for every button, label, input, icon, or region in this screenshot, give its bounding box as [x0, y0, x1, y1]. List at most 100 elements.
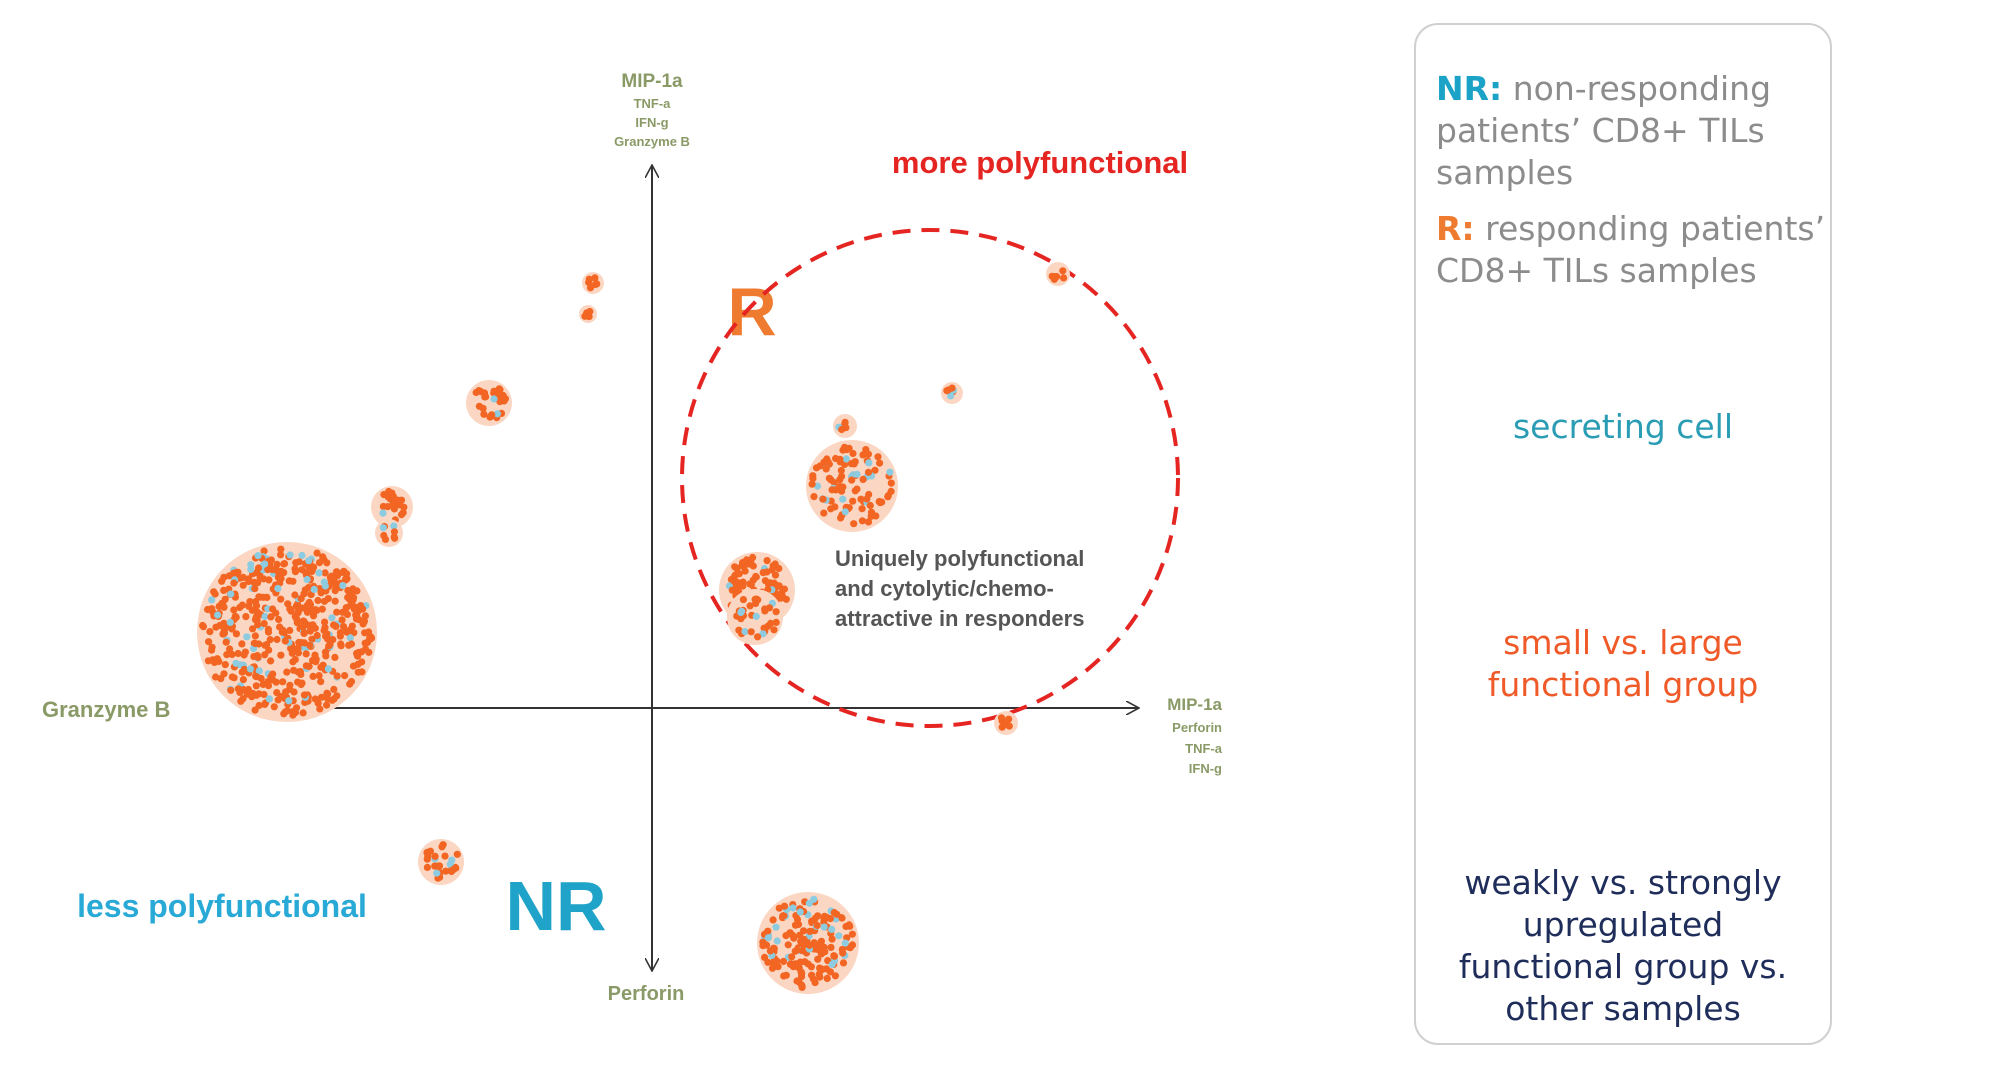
- cell-dot: [782, 932, 790, 940]
- cell-dot: [361, 612, 369, 620]
- cell-dot: [243, 690, 251, 698]
- cell-dot: [276, 623, 284, 631]
- cell-dot: [435, 863, 443, 871]
- cell-dot: [317, 589, 325, 597]
- cell-dot: [344, 586, 352, 595]
- cell-dot: [252, 569, 260, 577]
- cell-dot: [234, 568, 242, 576]
- cell-dot: [850, 520, 858, 528]
- secreting-cell-dot: [379, 509, 387, 517]
- cell-dot: [212, 673, 220, 681]
- cell-dot: [277, 545, 285, 553]
- axis-right-title: MIP-1a: [1167, 695, 1222, 714]
- cell-dot: [300, 629, 308, 638]
- cell-dot: [199, 621, 207, 630]
- cell-dot: [323, 559, 331, 567]
- cell-dot: [298, 566, 306, 574]
- cell-dot: [239, 573, 247, 582]
- cell-dot: [350, 587, 358, 595]
- secreting-cell-dot: [741, 628, 749, 636]
- cell-dot: [849, 449, 857, 458]
- cell-dot: [331, 597, 339, 605]
- cell-dot: [261, 651, 269, 659]
- cell-dot: [320, 626, 328, 635]
- cell-dot: [234, 649, 242, 658]
- cell-dot: [311, 695, 319, 703]
- cell-dot: [251, 585, 259, 593]
- cell-dot: [267, 657, 275, 665]
- cell-dot: [380, 531, 388, 540]
- cell-dot: [354, 660, 362, 668]
- secreting-cell-dot: [853, 470, 861, 478]
- cell-dot: [353, 649, 361, 658]
- cell-dot: [332, 622, 340, 631]
- cell-dot: [752, 572, 760, 581]
- cell-dot: [431, 852, 439, 861]
- cell-dot: [423, 863, 431, 872]
- secreting-cell-dot: [208, 596, 216, 604]
- cell-dot: [857, 495, 865, 503]
- secreting-cell-dot: [813, 482, 822, 490]
- cell-dot: [823, 913, 831, 922]
- cell-dot: [311, 624, 319, 632]
- secreting-cell-dot: [841, 508, 849, 516]
- cell-dot: [280, 710, 288, 718]
- secreting-cell-dot: [255, 667, 263, 675]
- cell-dot: [814, 955, 822, 963]
- cell-dot: [811, 979, 819, 987]
- cell-dot: [251, 639, 259, 648]
- cell-dot: [845, 444, 853, 452]
- cell-dot: [787, 960, 795, 968]
- cell-dot: [343, 628, 351, 636]
- cell-dot: [332, 583, 340, 591]
- cell-dot: [215, 657, 223, 666]
- cell-dot: [289, 577, 297, 585]
- cell-dot: [836, 476, 844, 484]
- cell-dot: [299, 709, 307, 717]
- cell-dot: [239, 581, 247, 589]
- cell-dot: [292, 704, 301, 712]
- cell-dot: [333, 692, 341, 700]
- cell-dot: [771, 571, 780, 579]
- cell-dot: [303, 601, 311, 610]
- cell-dot: [838, 914, 846, 922]
- cell-dot: [1001, 720, 1010, 728]
- cell-dot: [737, 614, 745, 623]
- cell-dot: [279, 678, 287, 686]
- secreting-cell-dot: [842, 455, 850, 463]
- cell-clusters: [197, 262, 1070, 994]
- secreting-cell-dot: [339, 582, 347, 590]
- cell-dot: [347, 677, 356, 686]
- cell-dot: [389, 492, 397, 500]
- polyfunctional-region-circle: [680, 228, 1180, 728]
- cell-dot: [591, 274, 599, 282]
- cluster-small-upper-left: [466, 380, 512, 426]
- cell-dot: [292, 559, 300, 567]
- cell-dot: [320, 597, 329, 605]
- cell-dot: [813, 921, 821, 930]
- cell-dot: [204, 657, 212, 665]
- secreting-cell-dot: [254, 552, 262, 560]
- cell-dot: [226, 645, 234, 653]
- less-polyfunctional-label: less polyfunctional: [77, 888, 367, 924]
- secreting-cell-dot: [227, 590, 235, 598]
- secreting-cell-dot: [261, 560, 269, 568]
- secreting-cell-dot: [232, 659, 240, 667]
- cell-dot: [828, 935, 836, 943]
- cell-dot: [312, 658, 320, 666]
- cell-dot: [260, 620, 268, 628]
- cluster-lower-center: [757, 892, 859, 994]
- cell-dot: [291, 568, 300, 576]
- annotation-line-1: Uniquely polyfunctional: [835, 546, 1084, 571]
- cell-dot: [236, 603, 244, 612]
- cell-dot: [1060, 274, 1068, 282]
- cell-dot: [389, 500, 397, 508]
- axis-bottom-title: Perforin: [608, 983, 685, 1005]
- secreting-cell-dot: [828, 925, 836, 934]
- secreting-cell-dot: [433, 869, 441, 877]
- cell-dot: [863, 495, 871, 503]
- cell-dot: [328, 696, 336, 704]
- cell-dot: [741, 567, 749, 575]
- cell-dot: [314, 596, 322, 605]
- cell-dot: [309, 612, 318, 620]
